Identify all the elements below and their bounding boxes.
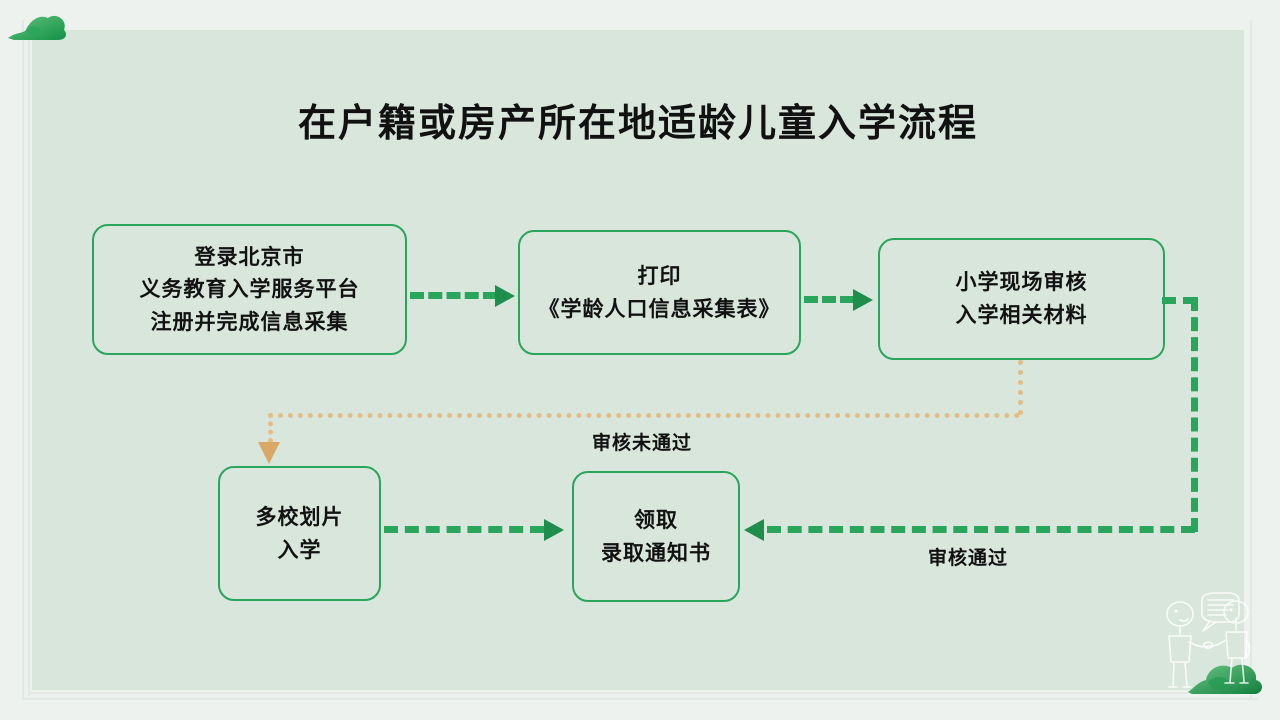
arrowhead-register-to-print <box>495 285 515 307</box>
edge-label-review-failed: 审核未通过 <box>592 432 693 454</box>
arrowhead-multi-school-to-notice <box>544 519 564 541</box>
arrowhead-fail-to-multi-school <box>258 442 280 464</box>
flow-node-register-line-2: 义务教育入学服务平台 <box>139 276 360 302</box>
connector-pass-vertical <box>1191 297 1198 532</box>
arrowhead-print-to-review <box>853 289 873 311</box>
flow-node-admission-notice-line-1: 领取 <box>634 506 678 532</box>
arrowhead-pass-to-notice <box>744 519 764 541</box>
flow-node-review-line-1: 小学现场审核 <box>955 269 1088 295</box>
flow-node-register[interactable]: 登录北京市 义务教育入学服务平台 注册并完成信息采集 <box>92 224 407 355</box>
connector-fail-vertical-from-review <box>1018 360 1023 415</box>
frame-line-left-inner <box>28 26 30 696</box>
flow-node-register-line-3: 注册并完成信息采集 <box>150 308 349 334</box>
connector-print-to-review <box>804 296 854 303</box>
connector-fail-vertical-to-multi-school <box>268 413 273 443</box>
flow-node-print-line-2: 《学龄人口信息采集表》 <box>538 295 781 321</box>
flow-node-print-line-1: 打印 <box>637 262 682 288</box>
frame-line-bottom-inner <box>28 692 1250 694</box>
flow-node-print[interactable]: 打印 《学龄人口信息采集表》 <box>518 230 801 355</box>
connector-pass-horizontal-bottom <box>767 526 1195 533</box>
flow-node-admission-notice[interactable]: 领取 录取通知书 <box>572 471 740 602</box>
flow-node-multi-school-line-1: 多校划片 <box>255 503 344 529</box>
bush-icon <box>6 8 74 53</box>
flow-node-multi-school-line-2: 入学 <box>277 536 322 562</box>
frame-line-right <box>1250 20 1252 700</box>
flow-node-multi-school[interactable]: 多校划片 入学 <box>218 466 381 601</box>
page-title: 在户籍或房产所在地适龄儿童入学流程 <box>297 100 978 145</box>
flow-node-review-line-2: 入学相关材料 <box>955 302 1088 327</box>
frame-line-left <box>22 20 24 700</box>
flow-node-admission-notice-line-2: 录取通知书 <box>601 539 711 565</box>
content-panel: 在户籍或房产所在地适龄儿童入学流程 登录北京市 义务教育入学服务平台 注册并完成… <box>32 30 1244 690</box>
edge-label-review-passed: 审核通过 <box>928 547 1009 569</box>
people-handshake-icon <box>1156 592 1266 702</box>
connector-fail-horizontal <box>268 413 1020 418</box>
frame-line-bottom <box>22 698 1258 700</box>
flow-node-register-line-1: 登录北京市 <box>194 243 305 269</box>
flow-node-review[interactable]: 小学现场审核 入学相关材料 <box>878 238 1165 360</box>
connector-multi-school-to-notice <box>384 526 544 533</box>
connector-pass-horizontal-top <box>1162 297 1197 304</box>
connector-register-to-print <box>410 292 497 299</box>
